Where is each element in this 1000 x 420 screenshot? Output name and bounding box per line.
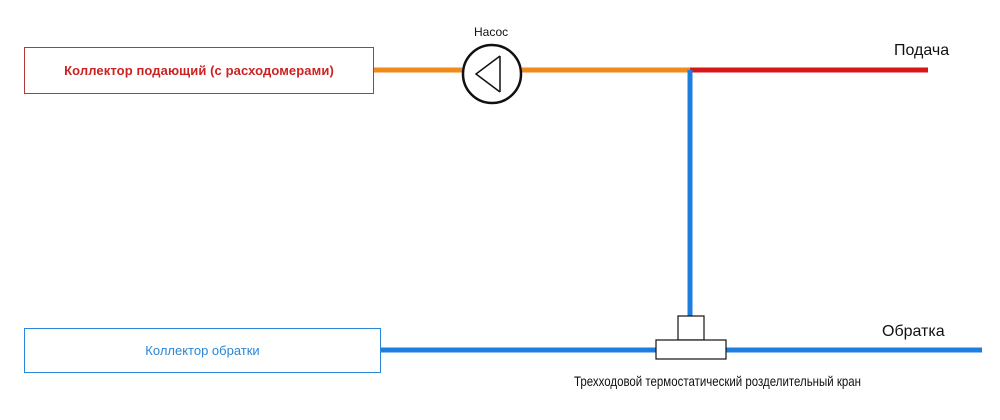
supply-collector-label: Коллектор подающий (с расходомерами) xyxy=(64,63,334,78)
valve-label: Трехходовой термостатический розделитель… xyxy=(574,373,861,389)
pump-icon xyxy=(461,43,523,105)
return-collector-box: Коллектор обратки xyxy=(24,328,381,373)
return-collector-label: Коллектор обратки xyxy=(145,343,260,358)
three-way-valve-icon xyxy=(655,315,727,360)
return-line-label: Обратка xyxy=(882,323,945,340)
supply-collector-box: Коллектор подающий (с расходомерами) xyxy=(24,47,374,94)
supply-line-label: Подача xyxy=(894,42,950,59)
pump-label: Насос xyxy=(474,25,509,39)
